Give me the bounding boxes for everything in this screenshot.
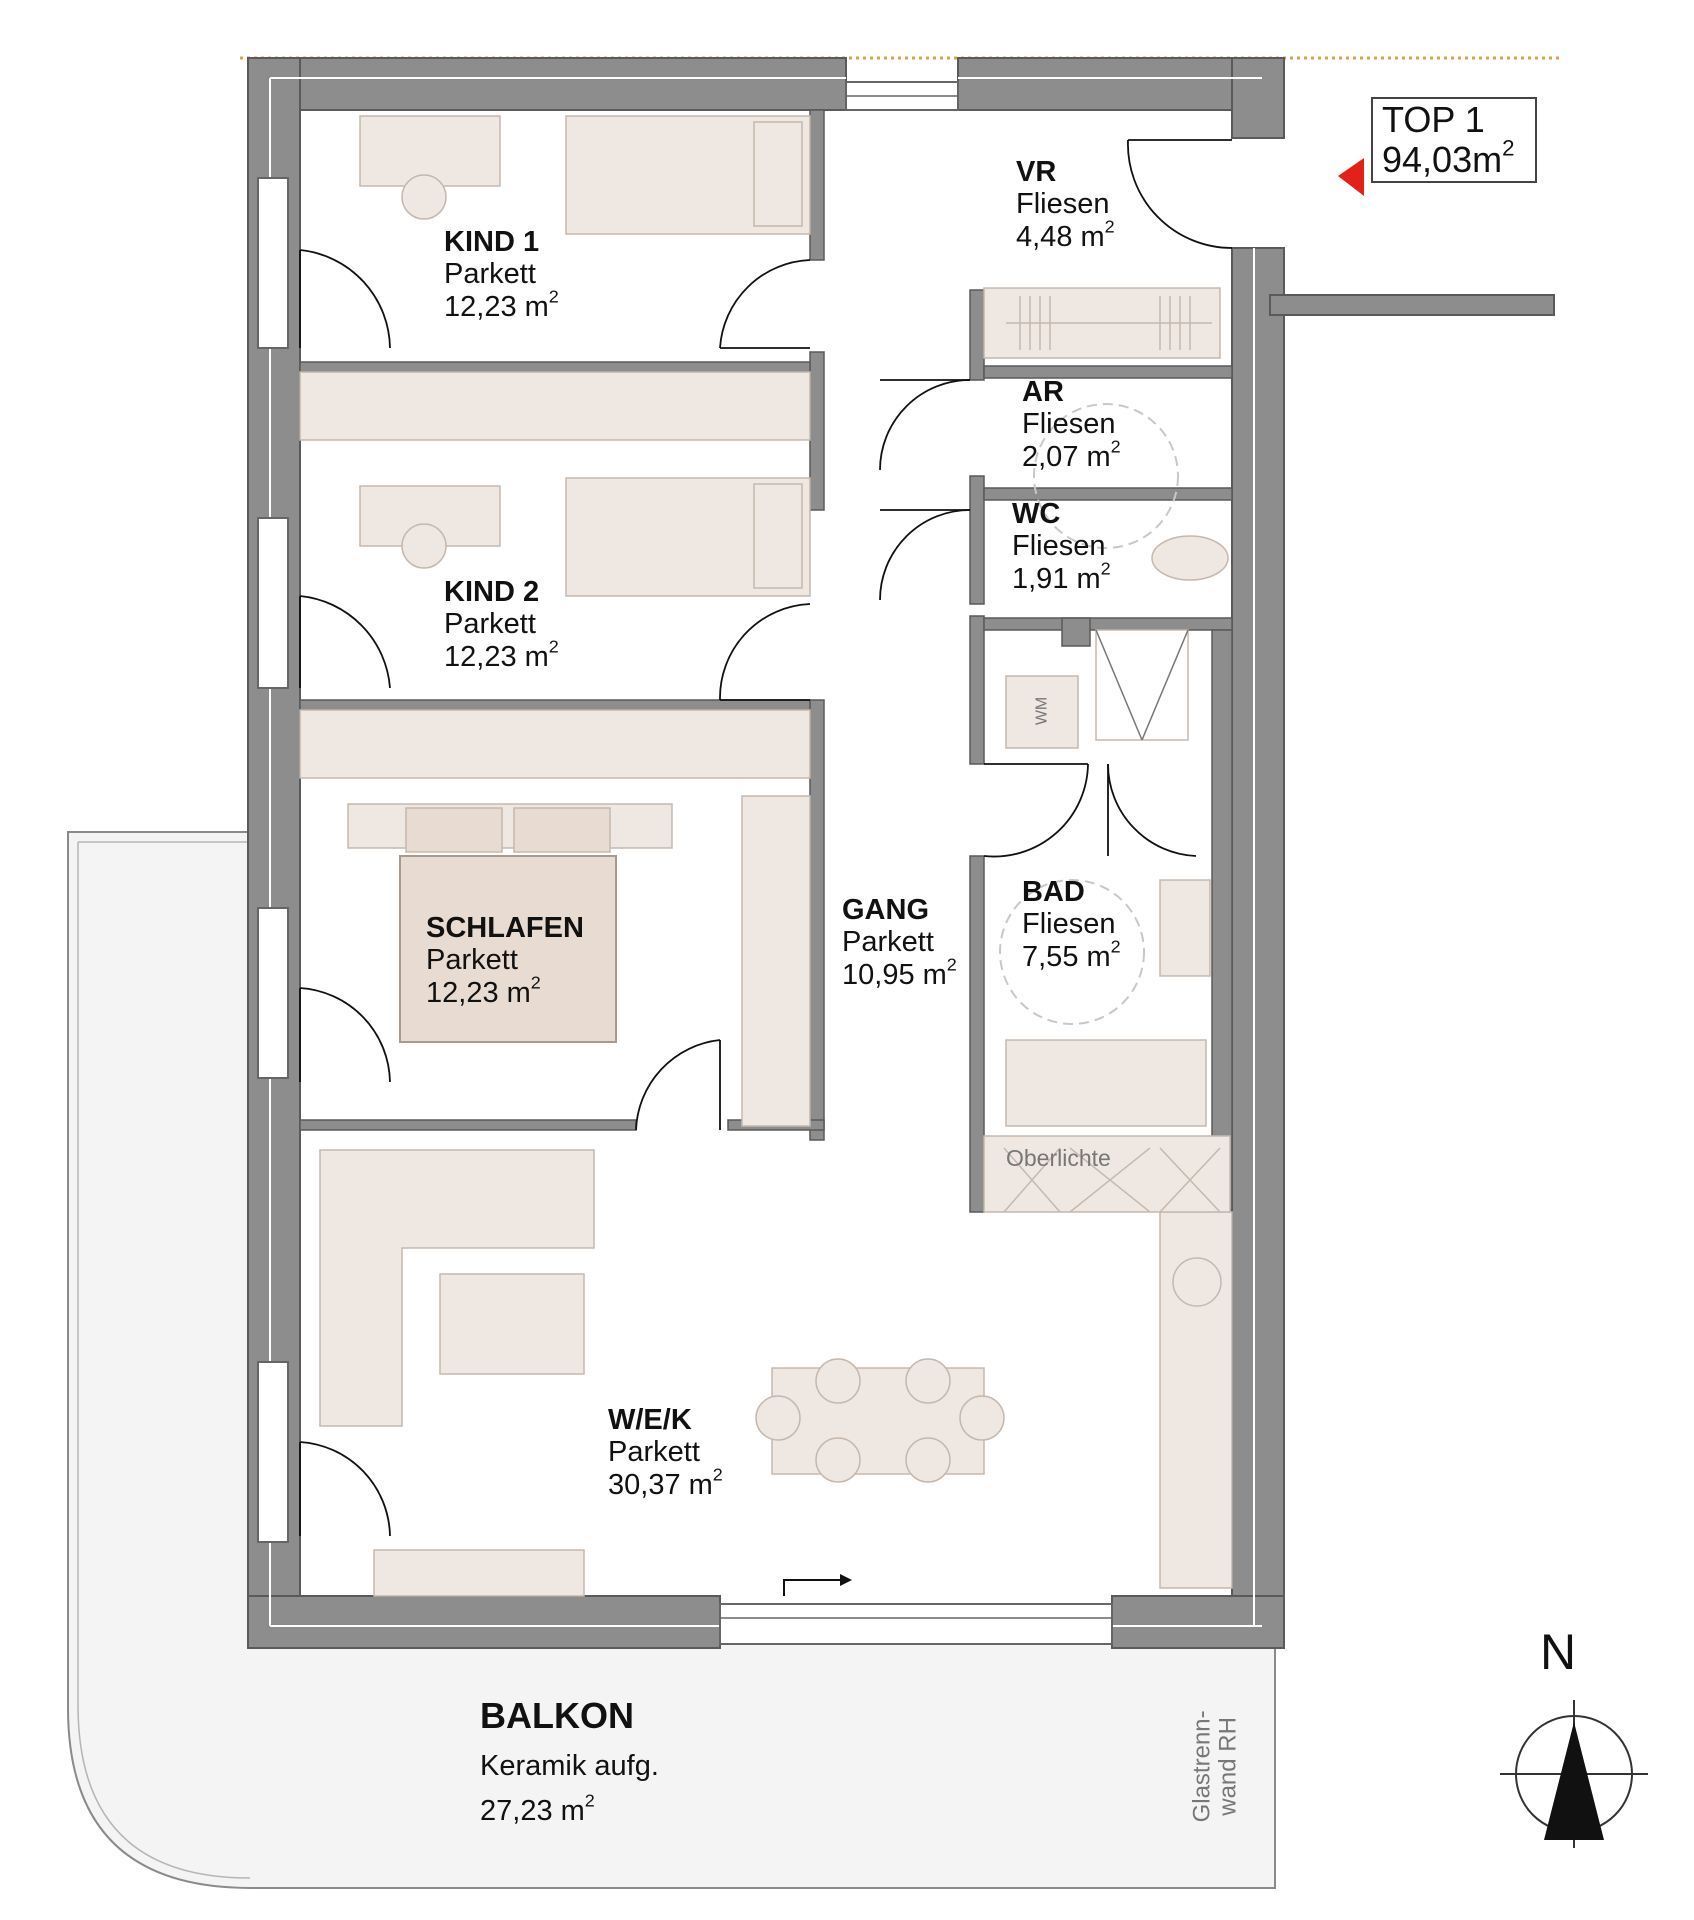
room-floor: Parkett: [608, 1436, 700, 1469]
room-floor: Parkett: [426, 944, 518, 977]
room-floor: Fliesen: [1012, 530, 1106, 563]
room-name: WC: [1012, 498, 1061, 530]
room-area-sup: 2: [1110, 936, 1121, 957]
room-label-kind1: KIND 1 Parkett 12,23 m2: [444, 226, 559, 323]
room-area: 10,95 m: [842, 958, 947, 991]
turning-circle-wc: [1033, 403, 1179, 549]
room-label-balkon: BALKON Keramik aufg. 27,23 m2: [480, 1688, 659, 1834]
room-area: 30,37 m: [608, 1468, 713, 1501]
room-name: SCHLAFEN: [426, 912, 584, 944]
room-name: AR: [1022, 376, 1064, 408]
bath-fixtures: [1005, 535, 1229, 1127]
room-label-kind2: KIND 2 Parkett 12,23 m2: [444, 576, 559, 673]
room-label-ar: AR Fliesen 2,07 m2: [1022, 376, 1121, 473]
room-area-sup: 2: [530, 972, 541, 993]
room-area-sup: 2: [548, 636, 559, 657]
unit-area: 94,03m: [1382, 139, 1503, 181]
balcony-edge: [77, 841, 251, 1879]
room-floor: Fliesen: [1022, 408, 1116, 441]
room-name: W/E/K: [608, 1404, 692, 1436]
room-area-sup: 2: [1100, 558, 1111, 579]
room-area: 1,91 m: [1012, 562, 1101, 595]
room-area-sup: 2: [1110, 436, 1121, 457]
room-name: KIND 1: [444, 226, 540, 258]
terrace-door: [719, 1603, 1113, 1645]
kind1-furniture: [359, 115, 811, 597]
room-name: VR: [1016, 156, 1057, 188]
room-label-wc: WC Fliesen 1,91 m2: [1012, 498, 1111, 595]
wardrobes: [299, 287, 1233, 1589]
schlafen-furniture: [347, 803, 673, 1043]
room-label-schlafen: SCHLAFEN Parkett 12,23 m2: [426, 912, 584, 1009]
room-area-sup: 2: [712, 1464, 723, 1485]
room-area: 12,23 m: [444, 290, 549, 323]
room-floor: Fliesen: [1022, 908, 1116, 941]
glastrennwand-label: Glastrenn- wand RH: [1188, 1710, 1243, 1823]
room-floor: Parkett: [444, 608, 536, 641]
wardrobe-hangers: [1003, 296, 1221, 1213]
north-arrow-icon: [1500, 1700, 1648, 1848]
unit-box: [1371, 97, 1537, 183]
room-label-wek: W/E/K Parkett 30,37 m2: [608, 1404, 723, 1501]
room-floor: Parkett: [842, 926, 934, 959]
room-area-sup: 2: [946, 954, 957, 975]
room-area: 7,55 m: [1022, 940, 1111, 973]
room-name: GANG: [842, 894, 929, 926]
left-windows: [257, 177, 289, 1543]
unit-area-sup: 2: [1502, 135, 1515, 161]
room-area: 4,48 m: [1016, 220, 1105, 253]
compass-north-label: N: [1540, 1624, 1577, 1680]
room-label-vr: VR Fliesen 4,48 m2: [1016, 156, 1115, 253]
turning-circle-bad: [999, 879, 1145, 1025]
oberlichte-label: Oberlichte: [1006, 1145, 1111, 1171]
room-label-gang: GANG Parkett 10,95 m2: [842, 894, 957, 991]
living-furniture: [319, 1149, 1222, 1597]
room-name: BAD: [1022, 876, 1085, 908]
room-floor: Keramik aufg.: [480, 1749, 659, 1782]
room-label-bad: BAD Fliesen 7,55 m2: [1022, 876, 1121, 973]
balcony-area: [67, 831, 1276, 1889]
room-area: 12,23 m: [426, 976, 531, 1009]
glastrennwand-line1: Glastrenn-: [1188, 1710, 1216, 1823]
wm-label: WM: [1033, 696, 1051, 726]
door-swings: [299, 139, 1233, 1537]
room-name: KIND 2: [444, 576, 540, 608]
room-floor: Fliesen: [1016, 188, 1110, 221]
room-area-sup: 2: [584, 1790, 595, 1811]
room-area-sup: 2: [548, 286, 559, 307]
entrance-marker: [1338, 158, 1364, 196]
room-area: 12,23 m: [444, 640, 549, 673]
unit-label: TOP 1 94,03m2: [1382, 99, 1515, 181]
room-area: 2,07 m: [1022, 440, 1111, 473]
room-name: BALKON: [480, 1695, 634, 1736]
unit-name: TOP 1: [1382, 99, 1485, 140]
room-floor: Parkett: [444, 258, 536, 291]
room-area: 27,23 m: [480, 1794, 585, 1827]
room-area-sup: 2: [1104, 216, 1115, 237]
glastrennwand-line2: wand RH: [1215, 1717, 1243, 1816]
